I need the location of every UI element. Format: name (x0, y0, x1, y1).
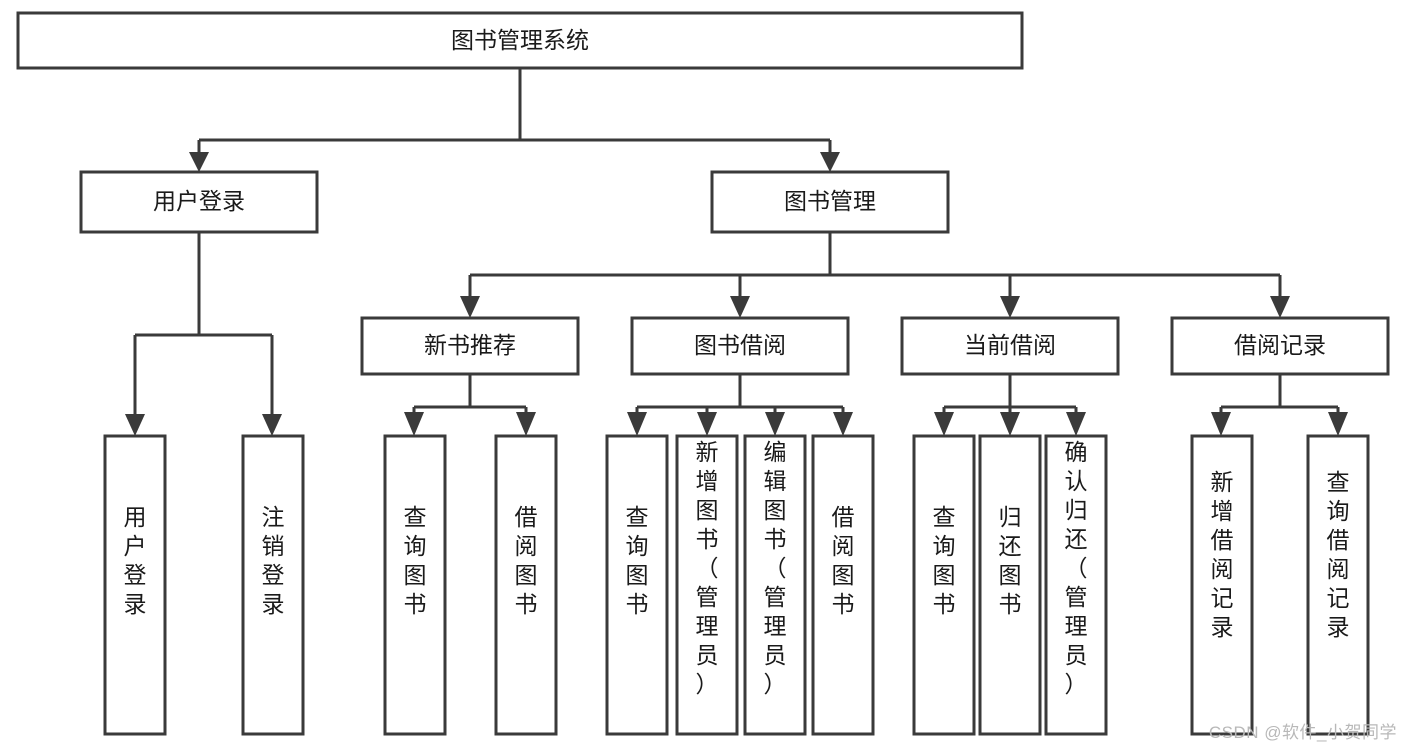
arrow-head-icon (460, 296, 480, 318)
node-box[interactable] (241, 434, 305, 736)
node-leaf-borrow-book-1[interactable]: 借阅图书 (494, 434, 558, 736)
node-leaf-logout-login[interactable]: 注销登录 (241, 434, 305, 736)
node-box[interactable] (1306, 434, 1370, 736)
node-box[interactable] (710, 170, 950, 234)
node-box[interactable] (1190, 434, 1254, 736)
node-label: 注销登录 (262, 504, 285, 617)
node-box[interactable] (360, 316, 580, 376)
node-box[interactable] (978, 434, 1042, 736)
node-leaf-return-book[interactable]: 归还图书 (978, 434, 1042, 736)
node-label: 查询图书 (404, 504, 427, 617)
arrow-head-icon (125, 414, 145, 436)
arrow-head-icon (404, 412, 424, 436)
node-leaf-edit-book[interactable]: 编辑图书（管理员） (743, 434, 807, 736)
node-box[interactable] (383, 434, 447, 736)
node-label: 编辑图书（管理员） (764, 439, 787, 697)
arrow-head-icon (1066, 412, 1086, 436)
node-box[interactable] (605, 434, 669, 736)
arrow-head-icon (934, 412, 954, 436)
arrow-head-icon (189, 152, 209, 172)
node-label: 借阅图书 (515, 504, 538, 617)
connector-user-login-to-leaves (125, 232, 282, 436)
node-label: 新书推荐 (424, 332, 516, 358)
node-leaf-add-record[interactable]: 新增借阅记录 (1190, 434, 1254, 736)
arrow-head-icon (1211, 412, 1231, 436)
node-book-manage[interactable]: 图书管理 (710, 170, 950, 234)
node-box[interactable] (900, 316, 1120, 376)
arrow-head-icon (1000, 296, 1020, 318)
node-user-login[interactable]: 用户登录 (79, 170, 319, 234)
node-label: 图书管理系统 (451, 27, 589, 53)
node-box[interactable] (675, 434, 739, 736)
node-label: 查询图书 (933, 504, 956, 617)
connector-book-borrow-to-leaves (627, 374, 853, 436)
node-label: 用户登录 (153, 188, 245, 214)
node-current-borrow[interactable]: 当前借阅 (900, 316, 1120, 376)
node-label: 用户登录 (124, 504, 147, 617)
node-label: 新增借阅记录 (1211, 469, 1234, 640)
node-new-book-rec[interactable]: 新书推荐 (360, 316, 580, 376)
node-label: 新增图书（管理员） (696, 439, 719, 697)
node-leaf-add-book[interactable]: 新增图书（管理员） (675, 434, 739, 736)
node-label: 图书借阅 (694, 332, 786, 358)
node-label: 归还图书 (999, 504, 1022, 617)
arrow-head-icon (765, 412, 785, 436)
node-box[interactable] (630, 316, 850, 376)
node-root[interactable]: 图书管理系统 (16, 11, 1024, 70)
node-leaf-query-book-3[interactable]: 查询图书 (912, 434, 976, 736)
connector-borrow-record-to-leaves (1211, 374, 1348, 436)
arrow-head-icon (833, 412, 853, 436)
arrow-head-icon (262, 414, 282, 436)
arrow-head-icon (516, 412, 536, 436)
node-box[interactable] (912, 434, 976, 736)
arrow-head-icon (627, 412, 647, 436)
node-box[interactable] (103, 434, 167, 736)
node-leaf-confirm-return[interactable]: 确认归还（管理员） (1044, 434, 1108, 736)
node-leaf-query-book-1[interactable]: 查询图书 (383, 434, 447, 736)
connector-book-manage-to-level3 (460, 232, 1290, 318)
node-label: 确认归还（管理员） (1065, 439, 1088, 697)
connector-current-borrow-to-leaves (934, 374, 1086, 436)
arrow-head-icon (820, 152, 840, 172)
node-box[interactable] (743, 434, 807, 736)
arrow-head-icon (1328, 412, 1348, 436)
node-label: 当前借阅 (964, 332, 1056, 358)
node-box[interactable] (811, 434, 875, 736)
node-book-borrow[interactable]: 图书借阅 (630, 316, 850, 376)
node-leaf-query-book-2[interactable]: 查询图书 (605, 434, 669, 736)
connector-root-to-level2 (189, 68, 840, 172)
node-box[interactable] (1170, 316, 1390, 376)
node-leaf-query-record[interactable]: 查询借阅记录 (1306, 434, 1370, 736)
arrow-head-icon (697, 412, 717, 436)
arrow-head-icon (730, 296, 750, 318)
arrow-head-icon (1000, 412, 1020, 436)
node-label: 查询借阅记录 (1327, 469, 1350, 640)
node-box[interactable] (79, 170, 319, 234)
node-label: 借阅记录 (1234, 332, 1326, 358)
node-box[interactable] (494, 434, 558, 736)
node-leaf-user-login[interactable]: 用户登录 (103, 434, 167, 736)
node-label: 图书管理 (784, 188, 876, 214)
node-label: 查询图书 (626, 504, 649, 617)
node-borrow-record[interactable]: 借阅记录 (1170, 316, 1390, 376)
connector-new-book-rec-to-leaves (404, 374, 536, 436)
node-leaf-borrow-book-2[interactable]: 借阅图书 (811, 434, 875, 736)
node-box[interactable] (1044, 434, 1108, 736)
node-label: 借阅图书 (832, 504, 855, 617)
node-box[interactable] (16, 11, 1024, 70)
arrow-head-icon (1270, 296, 1290, 318)
